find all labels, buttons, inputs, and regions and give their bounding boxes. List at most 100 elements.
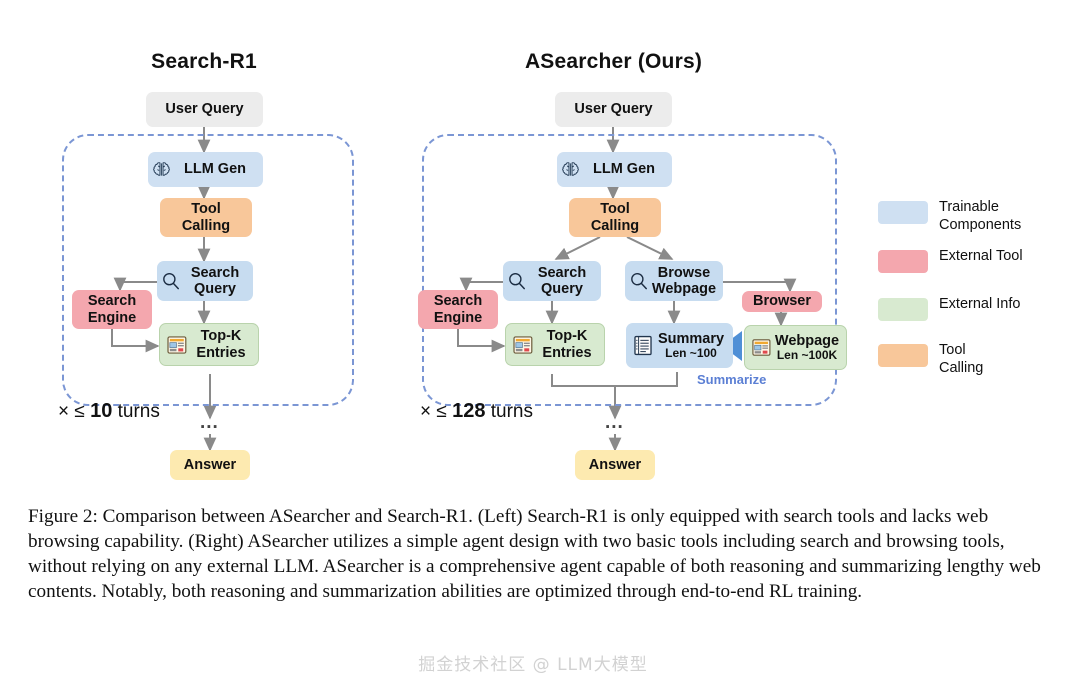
legend-label: External Tool xyxy=(939,248,1023,265)
magnifier-icon xyxy=(507,271,527,291)
magnifier-icon xyxy=(629,271,649,291)
brain-icon xyxy=(152,161,171,178)
node-label-line1: Browse xyxy=(657,264,711,281)
node-search-engine-right: Search Engine xyxy=(418,290,498,329)
legend-swatch xyxy=(878,201,928,224)
node-user-query-left: User Query xyxy=(146,92,263,127)
node-label-line2: Entries xyxy=(196,344,246,361)
loop-box-right xyxy=(422,134,837,406)
diagram-canvas: Search-R1 User Query LLM Gen Tool Callin… xyxy=(58,50,1068,480)
node-label-line2: Calling xyxy=(181,217,231,234)
legend-swatch xyxy=(878,298,928,322)
node-label: Answer xyxy=(588,456,642,473)
node-topk-entries-left: Top-K Entries xyxy=(159,323,267,374)
node-label-line1: Webpage xyxy=(774,332,840,349)
node-label-block: Search Engine xyxy=(88,293,136,325)
document-icon xyxy=(751,337,772,358)
node-browse-webpage-right: Browse Webpage xyxy=(625,261,723,301)
legend-item-trainable-components: Trainable Components xyxy=(878,198,1068,234)
node-user-query-right: User Query xyxy=(555,92,672,127)
panel-title-right: ASearcher (Ours) xyxy=(524,50,703,73)
node-browser-right: Browser xyxy=(742,291,822,312)
node-webpage-right: Webpage Len ~100K xyxy=(744,325,847,370)
node-label-line1: Tool xyxy=(600,201,630,218)
node-label-wrap: Search Query xyxy=(181,265,249,297)
node-llm-gen-left: LLM Gen xyxy=(148,152,263,187)
magnifier-icon xyxy=(161,271,181,291)
node-label-line2: Engine xyxy=(433,309,483,326)
node-label-line1: Search xyxy=(433,293,483,310)
node-search-query-left: Search Query xyxy=(157,261,253,301)
watermark: 掘金技术社区 @ LLM大模型 xyxy=(418,655,648,675)
node-search-query-right: Search Query xyxy=(503,261,601,301)
node-label-line2: Entries xyxy=(542,344,592,361)
node-label-line1: Top-K xyxy=(200,328,242,345)
legend-label: Tool Calling xyxy=(939,342,984,377)
node-label-wrap: Top-K Entries xyxy=(188,328,254,360)
node-label-line2: Query xyxy=(541,281,583,297)
turns-prefix: × ≤ xyxy=(420,401,453,422)
node-label: LLM Gen xyxy=(592,161,656,178)
node-label-block: Search Engine xyxy=(434,293,482,325)
node-label-wrap: Webpage Len ~100K xyxy=(772,333,842,363)
loop-box-left xyxy=(62,134,354,406)
node-llm-gen-right: LLM Gen xyxy=(557,152,672,187)
node-label: User Query xyxy=(165,101,244,118)
node-label-line1: Search xyxy=(537,264,587,281)
node-label-line2: Query xyxy=(194,281,236,297)
ellipsis-right: ... xyxy=(605,412,624,433)
node-answer-left: Answer xyxy=(170,450,250,480)
legend-item-tool-calling: Tool Calling xyxy=(878,341,1068,377)
node-answer-right: Answer xyxy=(575,450,655,480)
document-stack-icon xyxy=(512,334,534,356)
legend-label: External Info xyxy=(939,296,1021,313)
turns-suffix: turns xyxy=(485,401,533,422)
node-label-line1: Tool xyxy=(191,201,221,218)
turns-prefix: × ≤ xyxy=(58,401,91,422)
turns-value: 128 xyxy=(452,400,486,422)
node-tool-calling-left: Tool Calling xyxy=(160,198,252,237)
legend-swatch xyxy=(878,250,928,274)
node-label-line1: Summary xyxy=(657,330,725,347)
node-label-line2: Calling xyxy=(590,217,640,234)
node-label-line2: Webpage xyxy=(651,281,717,297)
turns-value: 10 xyxy=(90,400,113,422)
node-label: Browser xyxy=(752,293,812,310)
node-tool-calling-right: Tool Calling xyxy=(569,198,661,237)
document-stack-icon xyxy=(166,334,188,356)
list-document-icon xyxy=(633,335,653,356)
node-label: LLM Gen xyxy=(183,161,247,178)
node-label-line2: Engine xyxy=(87,309,137,326)
legend-swatch xyxy=(878,344,928,368)
turns-annotation-left: × ≤ 10 turns xyxy=(58,400,160,423)
brain-icon xyxy=(561,161,580,178)
node-label-wrap: Top-K Entries xyxy=(534,328,600,360)
legend-item-external-info: External Info xyxy=(878,295,1068,322)
node-summary-right: Summary Len ~100 xyxy=(626,323,733,368)
node-label-line1: Search xyxy=(87,293,137,310)
node-search-engine-left: Search Engine xyxy=(72,290,152,329)
node-label: User Query xyxy=(574,101,653,118)
legend: Trainable Components External Tool Exter… xyxy=(878,198,1068,391)
panel-title-left: Search-R1 xyxy=(151,50,257,73)
node-label-line2: Len ~100K xyxy=(776,347,838,362)
turns-annotation-right: × ≤ 128 turns xyxy=(420,400,533,423)
figure-caption: Figure 2: Comparison between ASearcher a… xyxy=(28,506,1041,602)
ellipsis-left: ... xyxy=(200,412,219,433)
node-label-wrap: LLM Gen xyxy=(580,161,668,177)
node-label-line1: Search xyxy=(190,264,240,281)
turns-suffix: turns xyxy=(112,401,160,422)
legend-label: Trainable Components xyxy=(939,199,1022,234)
node-topk-entries-right: Top-K Entries xyxy=(505,323,613,374)
node-label: Answer xyxy=(183,456,237,473)
node-label-wrap: LLM Gen xyxy=(171,161,259,177)
node-label-wrap: Browse Webpage xyxy=(649,265,719,297)
node-label-line2: Len ~100 xyxy=(665,345,717,360)
legend-item-external-tool: External Tool xyxy=(878,247,1068,274)
node-label-wrap: Search Query xyxy=(527,265,597,297)
node-label-line1: Top-K xyxy=(546,328,588,345)
summarize-label: Summarize xyxy=(697,372,767,387)
node-label-block: Tool Calling xyxy=(182,201,230,233)
node-label-wrap: Summary Len ~100 xyxy=(653,331,729,361)
